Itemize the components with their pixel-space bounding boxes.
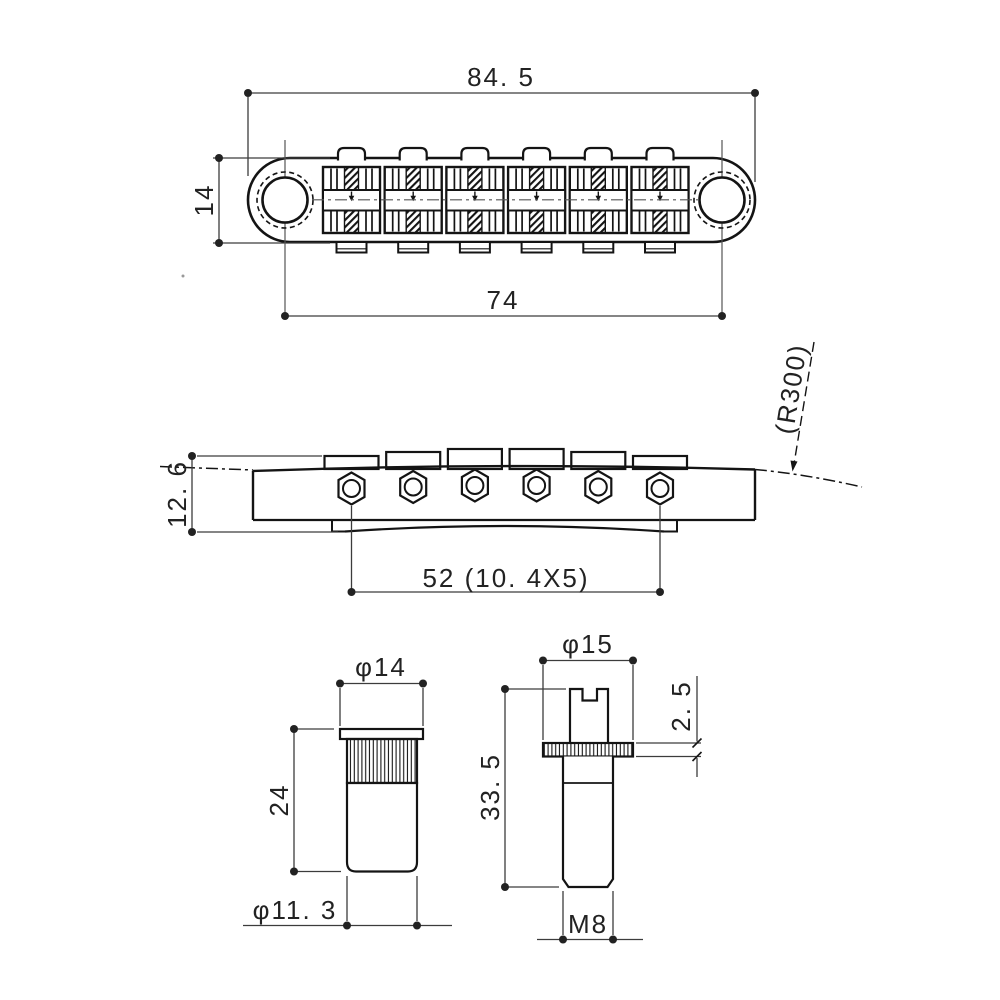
dim-body-height-label: 14 — [189, 184, 219, 217]
stud-shaft — [561, 756, 615, 889]
dim-thread-label: M8 — [568, 909, 608, 939]
stud-detail: φ15 33. 5 — [475, 629, 703, 944]
stud-slotted-head — [568, 687, 610, 743]
saddle-screw-nut — [584, 469, 613, 505]
bridge-body-side-view — [251, 464, 757, 533]
dim-post-spacing: 74 — [281, 285, 726, 320]
saddle-screw-nut — [337, 471, 366, 506]
dim-stud-length-label: 33. 5 — [475, 753, 505, 821]
dim-overall-height: 12. 6 — [162, 452, 338, 536]
dim-wheel-thickness: 2. 5 — [636, 676, 703, 777]
dim-wheel-thickness-label: 2. 5 — [666, 680, 696, 731]
dim-saddle-spacing-label: 52 (10. 4X5) — [422, 563, 589, 593]
stud-part — [541, 687, 635, 889]
right-post-hole — [693, 171, 751, 229]
dim-stud-wheel-diameter: φ15 — [539, 629, 637, 740]
top-view: 84. 5 14 — [181, 62, 759, 320]
saddle-screw-nut — [399, 469, 428, 505]
dim-bushing-body-diameter: φ11. 3 — [243, 876, 452, 930]
saddle-screw-nut — [460, 468, 489, 503]
dim-bushing-length-label: 24 — [264, 784, 294, 817]
dim-post-spacing-label: 74 — [487, 285, 520, 315]
dim-bushing-length: 24 — [264, 725, 341, 876]
bushing-detail: φ14 24 φ11. 3 — [243, 652, 452, 930]
leader-arrowhead — [790, 460, 798, 472]
dim-saddle-spacing: 52 (10. 4X5) — [347, 506, 664, 596]
radius-callout: (R300) — [769, 341, 815, 472]
dim-thread: M8 — [537, 891, 643, 944]
bushing-knurl — [345, 737, 419, 785]
dim-overall-width-label: 84. 5 — [467, 62, 535, 92]
dim-body-height: 14 — [189, 154, 330, 247]
bushing-body — [345, 781, 419, 873]
dim-bushing-body-diameter-label: φ11. 3 — [253, 895, 338, 925]
dim-bushing-head-diameter-label: φ14 — [355, 652, 407, 682]
radius-arc-right-extension — [754, 468, 863, 488]
side-saddles — [323, 447, 689, 471]
stray-mark — [181, 274, 185, 278]
dim-overall-width: 84. 5 — [244, 62, 759, 182]
dim-bushing-head-diameter: φ14 — [336, 652, 427, 726]
bushing-part — [338, 727, 425, 873]
radius-arc-left-extension — [159, 465, 254, 471]
dim-stud-wheel-diameter-label: φ15 — [562, 629, 614, 659]
dim-stud-length: 33. 5 — [475, 685, 566, 891]
stud-thumbwheel — [541, 741, 635, 758]
bushing-flange — [338, 727, 425, 741]
saddle-screw-nut — [522, 468, 551, 503]
saddle-screw-nut — [645, 471, 675, 506]
side-view: (R300) — [159, 341, 863, 596]
dim-overall-height-label: 12. 6 — [162, 460, 192, 528]
